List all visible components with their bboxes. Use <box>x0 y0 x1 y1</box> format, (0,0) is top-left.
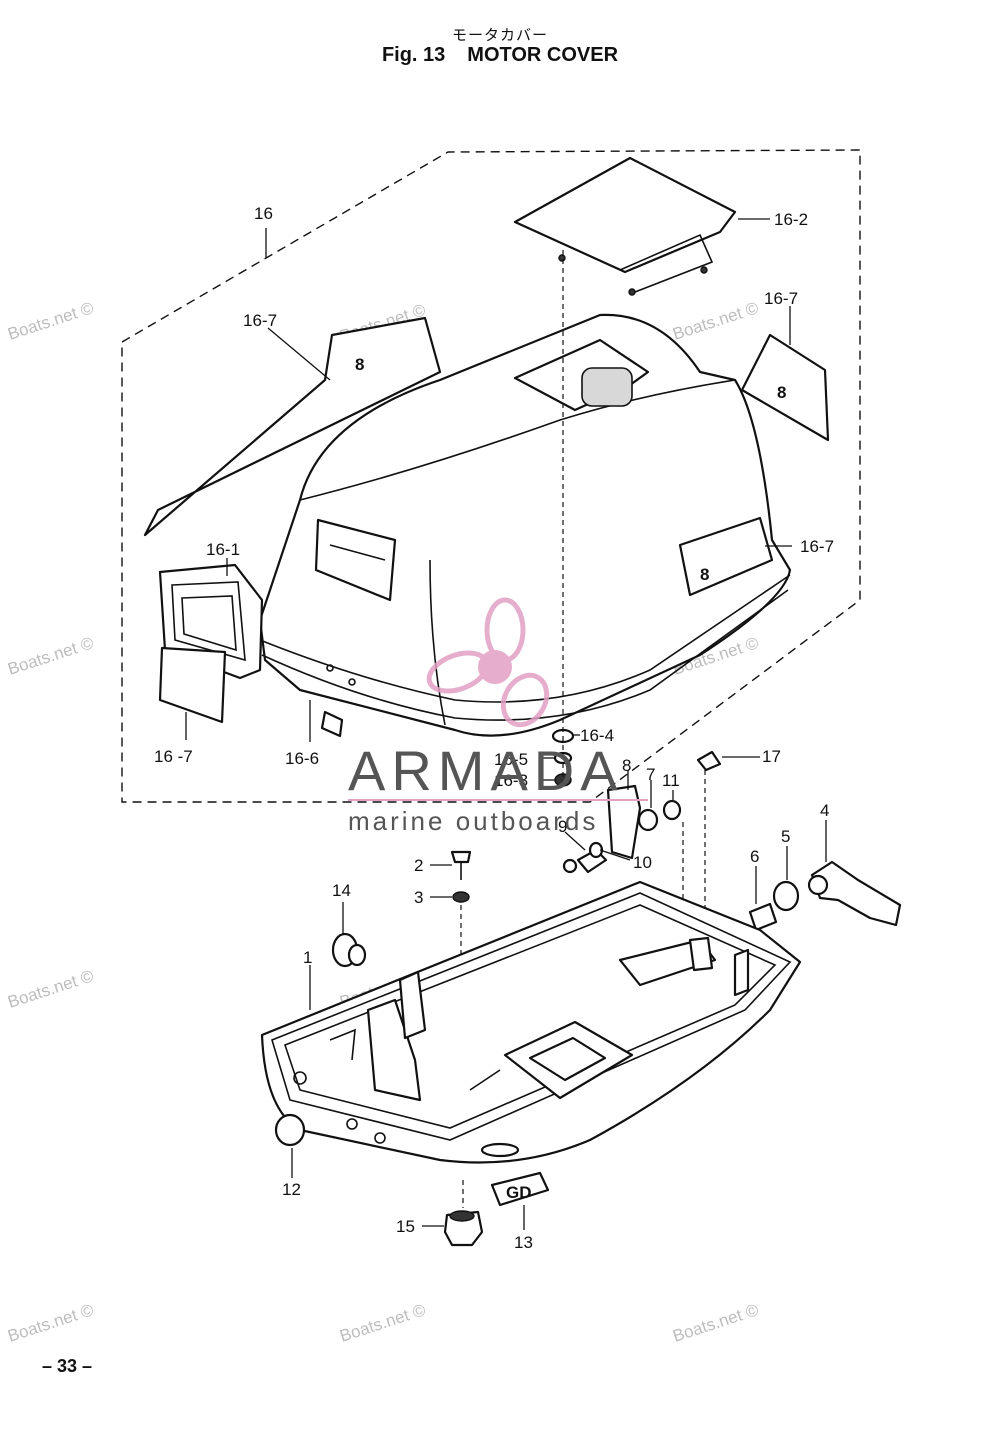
callout-4: 4 <box>820 801 829 820</box>
callout-12: 12 <box>282 1180 301 1199</box>
callout-11: 11 <box>662 771 680 790</box>
lower-motor-cover <box>260 880 802 1164</box>
callout-15: 15 <box>396 1217 415 1236</box>
callout-8: 8 <box>622 756 631 775</box>
callout-16-5: 16-5 <box>494 750 528 769</box>
callout-10: 10 <box>633 853 652 872</box>
badge-13: GD <box>490 1171 550 1207</box>
callout-16-7: 16-7 <box>764 289 798 308</box>
callout-16-7: 16-7 <box>800 537 834 556</box>
callout-labels: 16 16-2 16-7 16-7 16-7 16-1 16 -7 16-6 1… <box>154 204 834 1252</box>
brand-watermark: ARMADA marine outboards <box>348 597 648 836</box>
leader-lines <box>185 218 827 1230</box>
callout-5: 5 <box>781 827 790 846</box>
decal-number: 8 <box>355 355 364 374</box>
callout-14: 14 <box>332 881 351 900</box>
callout-16-7: 16-7 <box>243 311 277 330</box>
decal-number: 8 <box>777 383 786 402</box>
decal-right: 8 <box>740 333 830 442</box>
figure-number: Fig. 13 <box>381 44 446 66</box>
watermark: Boats.net © <box>5 966 96 1012</box>
callout-2: 2 <box>414 856 423 875</box>
plug-12 <box>274 1113 306 1147</box>
small-decal-17 <box>696 750 722 772</box>
brand-tagline: marine outboards <box>348 806 598 836</box>
watermark: Boats.net © <box>337 1300 428 1346</box>
callout-7: 7 <box>646 765 655 784</box>
callout-16-4: 16-4 <box>580 726 614 745</box>
watermark: Boats.net © <box>5 633 96 679</box>
watermark: Boats.net © <box>5 298 96 344</box>
title-japanese: モータカバー <box>451 26 548 44</box>
callout-16-3: 16-3 <box>494 771 528 790</box>
callout-16-7: 16 -7 <box>154 747 193 766</box>
watermark: Boats.net © <box>5 1300 96 1346</box>
figure-title-text: MOTOR COVER <box>467 44 619 66</box>
page-number: – 33 – <box>42 1356 93 1376</box>
cover-decal-number: 8 <box>700 565 709 584</box>
brand-underline <box>348 799 648 801</box>
watermark: Boats.net © <box>670 298 761 344</box>
callout-9: 9 <box>558 817 567 836</box>
propeller-logo-icon <box>426 597 550 728</box>
assembly-boundary-16 <box>121 149 861 803</box>
screw-2 <box>450 850 472 903</box>
badge-text: GD <box>506 1183 532 1202</box>
callout-6: 6 <box>750 847 759 866</box>
brand-name: ARMADA <box>348 739 624 802</box>
watermark: Boats.net © <box>670 1300 761 1346</box>
callout-16-1: 16-1 <box>206 540 240 559</box>
latch-bracket <box>562 784 682 874</box>
upper-motor-cover: 8 <box>258 313 792 738</box>
grommet-14 <box>331 932 367 968</box>
callout-17: 17 <box>762 747 781 766</box>
lever-assembly <box>748 860 902 932</box>
callout-16-2: 16-2 <box>774 210 808 229</box>
decal-lower-left <box>158 646 227 724</box>
callout-1: 1 <box>303 948 312 967</box>
callout-3: 3 <box>414 888 423 907</box>
callout-13: 13 <box>514 1233 533 1252</box>
decal-strip: 8 <box>143 316 442 537</box>
callout-16: 16 <box>254 204 273 223</box>
callout-16-6: 16-6 <box>285 749 319 768</box>
figure-title: Fig. 13 MOTOR COVER <box>0 44 1000 67</box>
grommet-15 <box>443 1210 484 1247</box>
lid-16-2 <box>513 156 737 296</box>
